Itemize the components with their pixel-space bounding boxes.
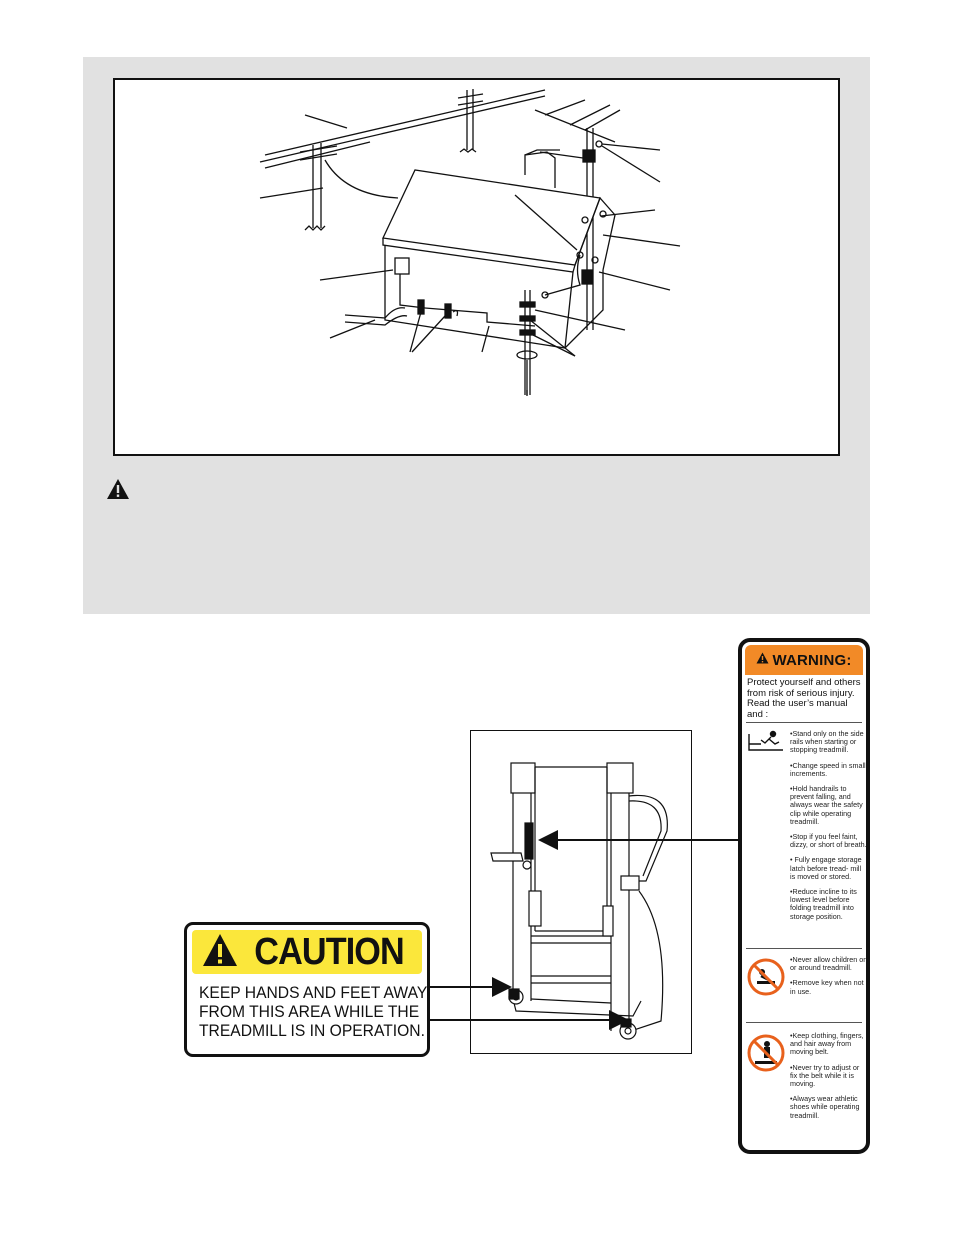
caution-title: CAUTION [254, 930, 404, 973]
bullet-item: •Never allow children on or around tread… [790, 955, 868, 973]
no-hands-belt-icon [747, 1034, 785, 1077]
bullet-item: •Always wear athletic shoes while operat… [790, 1094, 860, 1120]
bullet-item: •Reduce incline to its lowest level befo… [790, 887, 857, 921]
treadmill-illustration [470, 730, 692, 1054]
warning-triangle-small-icon [756, 651, 769, 669]
no-children-icon [747, 958, 785, 1001]
bullet-item: •Stop if you feel faint, dizzy, or short… [790, 832, 867, 850]
warning-triangle-icon [106, 478, 130, 505]
folded-treadmill-drawing [490, 762, 668, 1040]
warning-intro: Protect yourself and others from risk of… [747, 677, 861, 720]
divider [746, 722, 862, 723]
warning-header: WARNING: [745, 645, 863, 675]
grounding-diagram [113, 78, 840, 456]
bullet-item: • Fully engage storage latch before trea… [790, 855, 862, 881]
bullet-item: •Hold handrails to prevent falling, and … [790, 784, 863, 826]
caution-text: KEEP HANDS AND FEET AWAY FROM THIS AREA … [199, 983, 428, 1040]
person-falling-icon [747, 730, 785, 759]
safety-list-2: •Never allow children on or around tread… [790, 955, 868, 1003]
bullet-item: •Never try to adjust or fix the belt whi… [790, 1062, 860, 1089]
divider [746, 1022, 862, 1023]
caution-decal: CAUTION KEEP HANDS AND FEET AWAY FROM TH… [184, 922, 430, 1057]
bullet-item: •Change speed in small increments. [790, 760, 866, 778]
caution-header: CAUTION [192, 930, 422, 974]
exclamation-triangle-icon [202, 933, 238, 972]
safety-list-1: •Stand only on the side rails when start… [790, 729, 867, 928]
bullet-item: •Keep clothing, fingers, and hair away f… [790, 1031, 864, 1057]
caution-line-2: FROM THIS AREA WHILE THE [199, 1002, 420, 1021]
warning-decal: WARNING: Protect yourself and others fro… [738, 638, 870, 1154]
caution-line-1: KEEP HANDS AND FEET AWAY [199, 983, 428, 1002]
bullet-item: •Stand only on the side rails when start… [790, 729, 864, 755]
house-grounding-illustration [259, 89, 681, 396]
caution-line-3: TREADMILL IS IN OPERATION. [199, 1021, 425, 1040]
warning-title: WARNING: [772, 651, 852, 669]
divider [746, 948, 862, 949]
safety-list-3: •Keep clothing, fingers, and hair away f… [790, 1031, 866, 1127]
bullet-item: •Remove key when not in use. [790, 978, 864, 996]
